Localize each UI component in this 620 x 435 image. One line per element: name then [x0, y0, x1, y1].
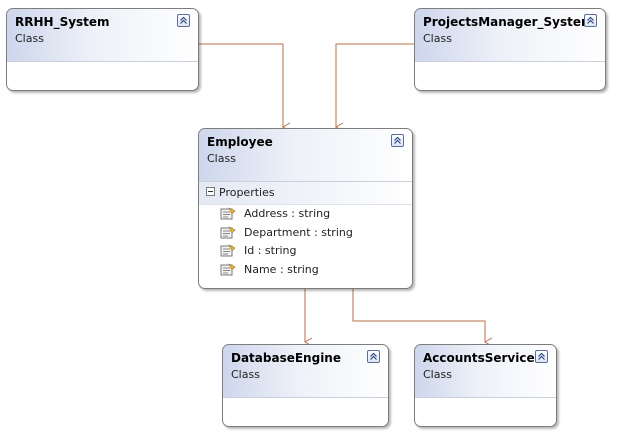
class-employee[interactable]: Employee Class Properties Address : stri… [198, 128, 413, 289]
class-stereotype: Class [207, 152, 236, 165]
association-projects-employee[interactable] [334, 43, 414, 132]
compartment-title: Properties [219, 186, 275, 199]
class-stereotype: Class [423, 368, 452, 381]
properties-compartment[interactable]: Properties [199, 182, 412, 205]
property-label: Department : string [244, 225, 353, 239]
class-stereotype: Class [423, 32, 452, 45]
class-rrhh-system[interactable]: RRHH_System Class [6, 8, 199, 91]
class-header: DatabaseEngine Class [223, 345, 388, 398]
chevron-up-icon[interactable] [584, 14, 597, 27]
property-item[interactable]: Address : string [199, 205, 412, 224]
property-list: Address : string Department : string [199, 205, 412, 279]
class-name: ProjectsManager_System [423, 15, 594, 29]
property-item[interactable]: Name : string [199, 261, 412, 280]
class-name: RRHH_System [15, 15, 110, 29]
class-accounts-service[interactable]: AccountsService Class [414, 344, 557, 427]
property-label: Address : string [244, 207, 331, 220]
chevron-up-icon[interactable] [177, 14, 190, 27]
class-header: ProjectsManager_System Class [415, 9, 605, 62]
class-projectsmanager-system[interactable]: ProjectsManager_System Class [414, 8, 606, 91]
class-header: Employee Class [199, 129, 412, 182]
chevron-up-icon[interactable] [367, 350, 380, 363]
property-label: Name : string [244, 262, 319, 276]
minus-icon[interactable] [206, 187, 215, 196]
association-rrhh-employee[interactable] [198, 43, 291, 132]
chevron-up-icon[interactable] [535, 350, 548, 363]
association-employee-accounts[interactable] [352, 289, 493, 347]
chevron-up-icon[interactable] [391, 134, 404, 147]
property-icon [220, 262, 236, 275]
class-name: Employee [207, 135, 273, 149]
class-name: AccountsService [423, 351, 535, 365]
class-header: AccountsService Class [415, 345, 556, 398]
property-icon [220, 207, 236, 220]
class-header: RRHH_System Class [7, 9, 198, 62]
class-name: DatabaseEngine [231, 351, 341, 365]
class-database-engine[interactable]: DatabaseEngine Class [222, 344, 389, 427]
property-item[interactable]: Id : string [199, 242, 412, 261]
property-icon [220, 225, 236, 238]
property-item[interactable]: Department : string [199, 224, 412, 243]
class-stereotype: Class [231, 368, 260, 381]
property-icon [220, 244, 236, 257]
class-stereotype: Class [15, 32, 44, 45]
property-label: Id : string [244, 244, 297, 257]
